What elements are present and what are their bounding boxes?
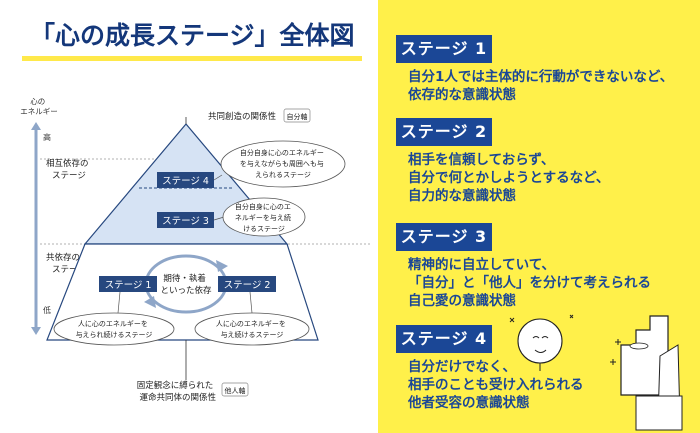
stage4-label bbox=[157, 172, 214, 188]
axis-arrow-down bbox=[31, 327, 41, 335]
stage4-heading: ステージ 4 bbox=[396, 325, 492, 353]
bubble3-tail bbox=[213, 216, 225, 221]
stage4-label-text: ステージ 4 bbox=[162, 176, 209, 187]
stage2-label bbox=[218, 276, 276, 292]
page-title: 「心の成長ステージ」全体図 bbox=[30, 21, 355, 50]
bubble-stage3 bbox=[222, 197, 306, 237]
stage2-description: 相手を信頼しておらず、 自分で何とかしようとするなど、 自力的な意識状態 bbox=[408, 152, 610, 204]
right-decoration bbox=[378, 222, 683, 431]
axis-low: 低 bbox=[43, 305, 51, 315]
top-badge bbox=[283, 108, 311, 123]
bottom-badge-text: 他人軸 bbox=[225, 386, 246, 395]
stage2-heading: ステージ 2 bbox=[396, 118, 492, 146]
character-illustration bbox=[509, 314, 683, 431]
axis-arrow-up bbox=[31, 122, 41, 130]
axis-high: 高 bbox=[43, 132, 51, 142]
bottom-badge bbox=[221, 382, 249, 397]
title-underline bbox=[22, 56, 362, 61]
stage1-label-text: ステージ 1 bbox=[105, 280, 152, 291]
bubble1-tail bbox=[117, 291, 121, 314]
stage3-label bbox=[157, 212, 214, 228]
stage3-label-text: ステージ 3 bbox=[162, 216, 209, 227]
panel-pointer bbox=[378, 222, 396, 256]
stage1-label bbox=[99, 276, 157, 292]
stage-description-panel bbox=[378, 0, 700, 433]
bubble2-tail bbox=[249, 291, 253, 314]
top-caption: 共同創造の関係性 bbox=[208, 111, 277, 122]
stage3-heading: ステージ 3 bbox=[396, 223, 492, 251]
zone-upper-label: 相互依存の ステージ bbox=[46, 158, 91, 181]
zone-lower-label: 共依存の ステージ bbox=[46, 252, 86, 275]
bubble4-tail bbox=[213, 174, 223, 181]
stage1-description: 自分1人では主体的に行動ができないなど、 依存的な意識状態 bbox=[408, 69, 674, 103]
top-badge-text: 自分軸 bbox=[287, 112, 308, 121]
bottom-caption: 固定観念に縛られた 運命共同体の関係性 bbox=[137, 380, 217, 403]
cycle-arrowhead-right bbox=[216, 260, 228, 272]
diagram-panel: 「心の成長ステージ」全体図 心の エネルギー 高 低 相互依存の ステージ 共依… bbox=[20, 21, 370, 403]
bubble-stage1-text: 人に心のエネルギーを 与えられ続けるステージ bbox=[76, 320, 153, 339]
bubble-stage4 bbox=[220, 140, 346, 188]
pyramid-diagram: 心の エネルギー 高 低 相互依存の ステージ 共依存の ステージ 共同創造の関… bbox=[20, 97, 370, 403]
bubble-stage1 bbox=[53, 312, 175, 346]
cycle-arrowhead-left bbox=[144, 296, 156, 308]
stage4-description: 自分だけでなく、 相手のことも受け入れられる 他者受容の意識状態 bbox=[408, 359, 584, 411]
axis-label: 心の エネルギー bbox=[20, 97, 58, 116]
cycle-text: 期待・執着 といった依存 bbox=[160, 273, 212, 296]
bubble-stage2 bbox=[194, 312, 310, 346]
stage1-heading: ステージ 1 bbox=[396, 35, 492, 63]
stage2-label-text: ステージ 2 bbox=[224, 280, 271, 291]
bubble-stage4-text: 自分自身に心のエネルギー を与えながらも周囲へも与 えられるステージ bbox=[240, 148, 326, 179]
bubble-stage3-text: 自分自身に心のエ ネルギーを与え続 けるステージ bbox=[235, 202, 293, 233]
stage3-description: 精神的に自立していて、 「自分」と「他人」を分けて考えられる 自己愛の意識状態 bbox=[408, 257, 651, 309]
bubble-stage2-text: 人に心のエネルギーを 与え続けるステージ bbox=[216, 320, 288, 339]
